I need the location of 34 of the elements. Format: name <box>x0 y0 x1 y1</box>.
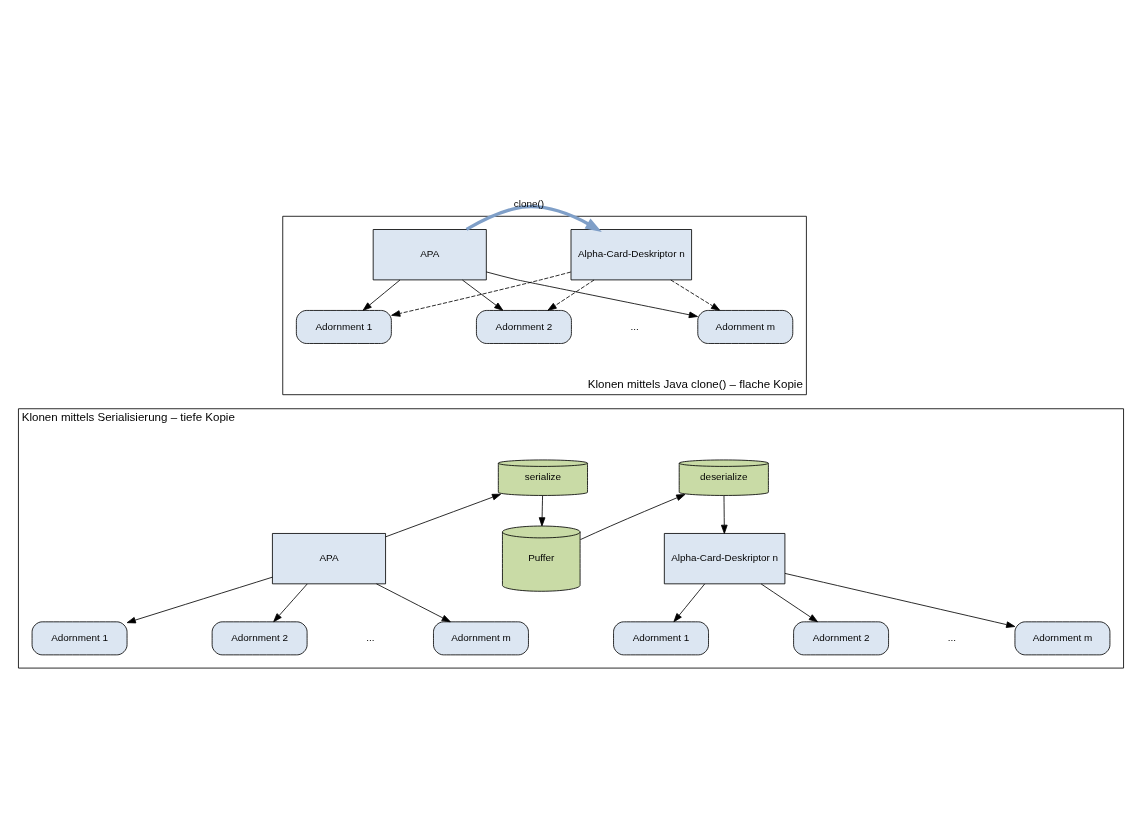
arrow <box>485 271 698 318</box>
arrow <box>465 204 602 232</box>
arrow <box>391 271 572 317</box>
arrow <box>462 279 504 311</box>
node-box: Adornment m <box>1014 620 1111 655</box>
arrow <box>385 493 502 537</box>
node-box: Adornment 2 <box>211 620 308 655</box>
node-box: Adornment 1 <box>31 620 128 655</box>
node-box: APA <box>272 532 386 584</box>
arrow <box>547 279 595 311</box>
arrow <box>670 279 721 311</box>
label: ... <box>630 320 639 332</box>
arrow <box>126 576 273 623</box>
node-box: Adornment m <box>433 620 529 655</box>
edge-label: clone() <box>513 197 545 209</box>
arrow <box>673 583 706 622</box>
arrow <box>273 583 308 622</box>
node-box: APA <box>372 228 487 280</box>
arrow <box>376 582 451 622</box>
node-box: Alpha-Card-Deskriptor n <box>570 228 692 280</box>
arrow <box>784 572 1016 628</box>
node-box: Adornment m <box>697 309 794 344</box>
label: ... <box>366 631 375 643</box>
arrow <box>362 279 401 311</box>
node-box: Alpha-Card-Deskriptor n <box>663 532 786 584</box>
label: ... <box>947 631 956 643</box>
node-box: Adornment 2 <box>793 620 889 655</box>
node-box: Adornment 1 <box>613 620 709 655</box>
arrow <box>760 583 818 622</box>
arrow <box>538 494 546 526</box>
arrow <box>721 494 728 534</box>
node-box: Adornment 2 <box>476 309 572 344</box>
node-box: Adornment 1 <box>295 309 392 344</box>
arrow <box>580 493 686 540</box>
